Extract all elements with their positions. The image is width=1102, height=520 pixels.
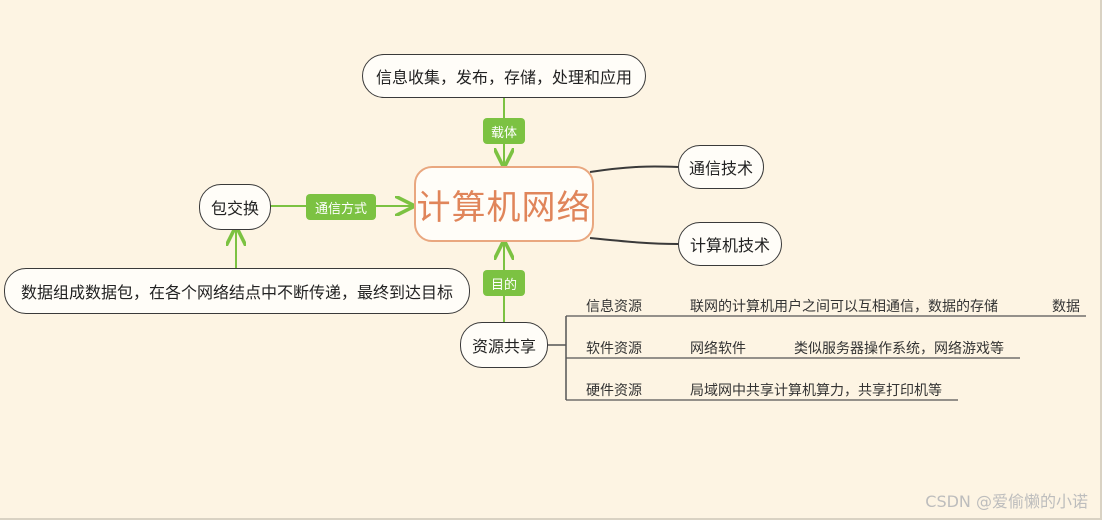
resource-3-desc: 局域网中共享计算机算力，共享打印机等 xyxy=(690,383,942,399)
watermark: CSDN @爱偷懒的小诺 xyxy=(925,492,1088,511)
resource-1-desc: 联网的计算机用户之间可以互相通信，数据的存储 xyxy=(690,299,998,315)
bottom-label-tag: 目的 xyxy=(483,270,525,296)
resource-2-name: 软件资源 xyxy=(586,341,642,357)
resource-2-desc: 网络软件 xyxy=(690,341,746,357)
link-resource-branches xyxy=(548,316,567,400)
left-node: 包交换 xyxy=(199,184,271,230)
central-node: 计算机网络 xyxy=(414,166,594,242)
top-label-tag: 载体 xyxy=(483,118,525,144)
resource-1-name: 信息资源 xyxy=(586,299,642,315)
link-central-to-jisuanji xyxy=(589,237,679,245)
top-node: 信息收集，发布，存储，处理和应用 xyxy=(362,54,646,98)
bottom-left-node: 数据组成数据包，在各个网络结点中不断传递，最终到达目标 xyxy=(4,268,470,314)
resource-3-name: 硬件资源 xyxy=(586,383,642,399)
resource-2-extra: 类似服务器操作系统，网络游戏等 xyxy=(794,341,1004,357)
right-node-tongxin: 通信技术 xyxy=(678,145,764,189)
resource-node: 资源共享 xyxy=(460,322,548,368)
link-central-to-tongxin xyxy=(589,165,679,173)
right-node-jisuanji: 计算机技术 xyxy=(678,222,782,266)
left-label-tag: 通信方式 xyxy=(306,194,376,220)
resource-1-extra: 数据 xyxy=(1052,299,1080,315)
